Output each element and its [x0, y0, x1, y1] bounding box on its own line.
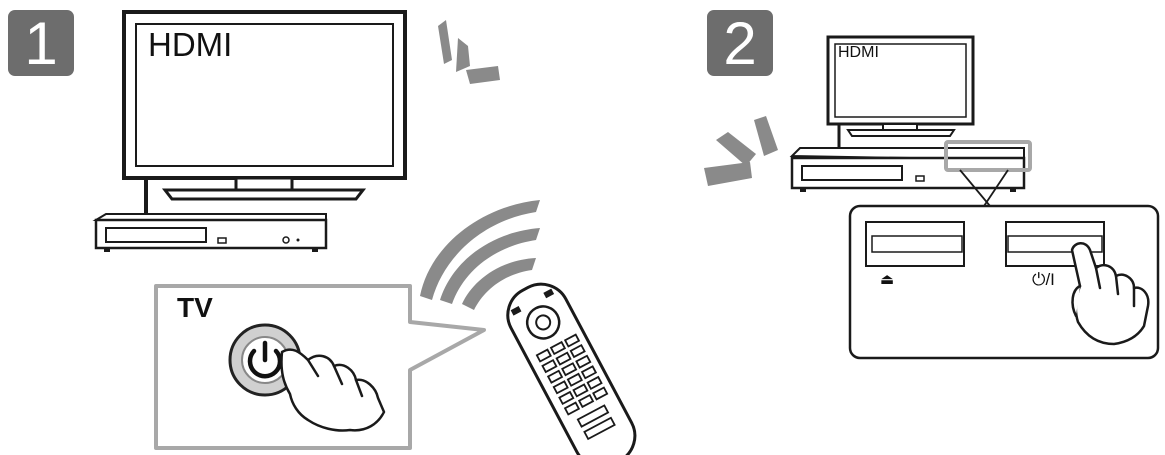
signal-waves-icon — [420, 200, 540, 310]
front-panel-highlight — [944, 140, 1032, 172]
hand-pointer-icon — [280, 348, 386, 432]
blu-ray-player-1 — [92, 213, 328, 252]
eject-button — [865, 221, 965, 267]
eject-icon: ⏏ — [880, 271, 895, 288]
remote-control-icon — [506, 282, 637, 455]
tv-1 — [122, 10, 407, 216]
detail-connector — [959, 169, 1009, 207]
tv-1-screen-label: HDMI — [148, 26, 233, 63]
tv-2-screen-label: HDMI — [838, 44, 879, 61]
step-2-badge: 2 — [707, 10, 773, 77]
power-standby-label: ⏻/I — [1032, 270, 1055, 289]
step-1-badge: 1 — [8, 10, 74, 77]
hand-pointer-icon — [1070, 242, 1150, 346]
tv-1-power-on-indicator — [438, 20, 500, 84]
tv-2 — [826, 35, 975, 148]
power-icon — [247, 340, 283, 379]
tv-button-label: TV — [177, 292, 213, 323]
player-power-on-indicator — [704, 116, 778, 186]
blu-ray-player-2 — [789, 147, 1026, 192]
